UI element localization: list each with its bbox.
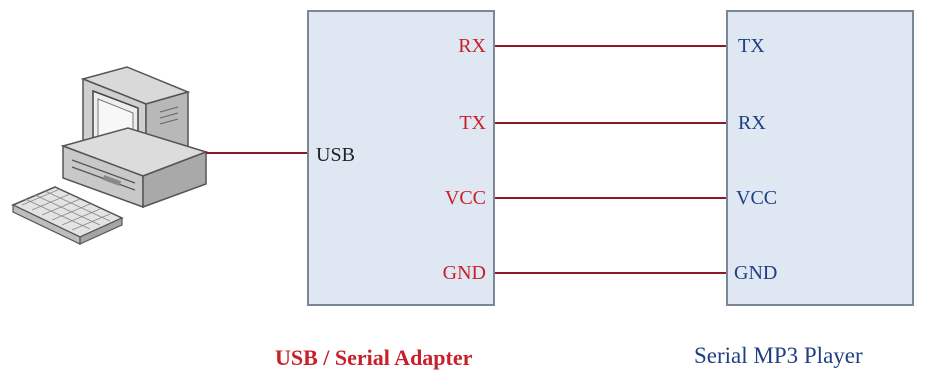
player-pin-tx: TX	[738, 35, 765, 57]
serial-mp3-player-box	[726, 10, 914, 306]
player-pin-rx: RX	[738, 112, 766, 134]
player-pin-vcc: VCC	[736, 187, 778, 209]
adapter-pin-vcc: VCC	[444, 187, 486, 209]
desktop-computer-icon	[11, 66, 209, 245]
adapter-pin-gnd: GND	[442, 262, 486, 284]
adapter-title: USB / Serial Adapter	[275, 345, 473, 370]
usb-serial-adapter-box	[307, 10, 495, 306]
player-pin-gnd: GND	[734, 262, 778, 284]
adapter-pin-rx: RX	[458, 35, 486, 57]
adapter-pin-tx: TX	[459, 112, 486, 134]
adapter-usb-label: USB	[316, 144, 355, 166]
player-title: Serial MP3 Player	[694, 343, 863, 368]
